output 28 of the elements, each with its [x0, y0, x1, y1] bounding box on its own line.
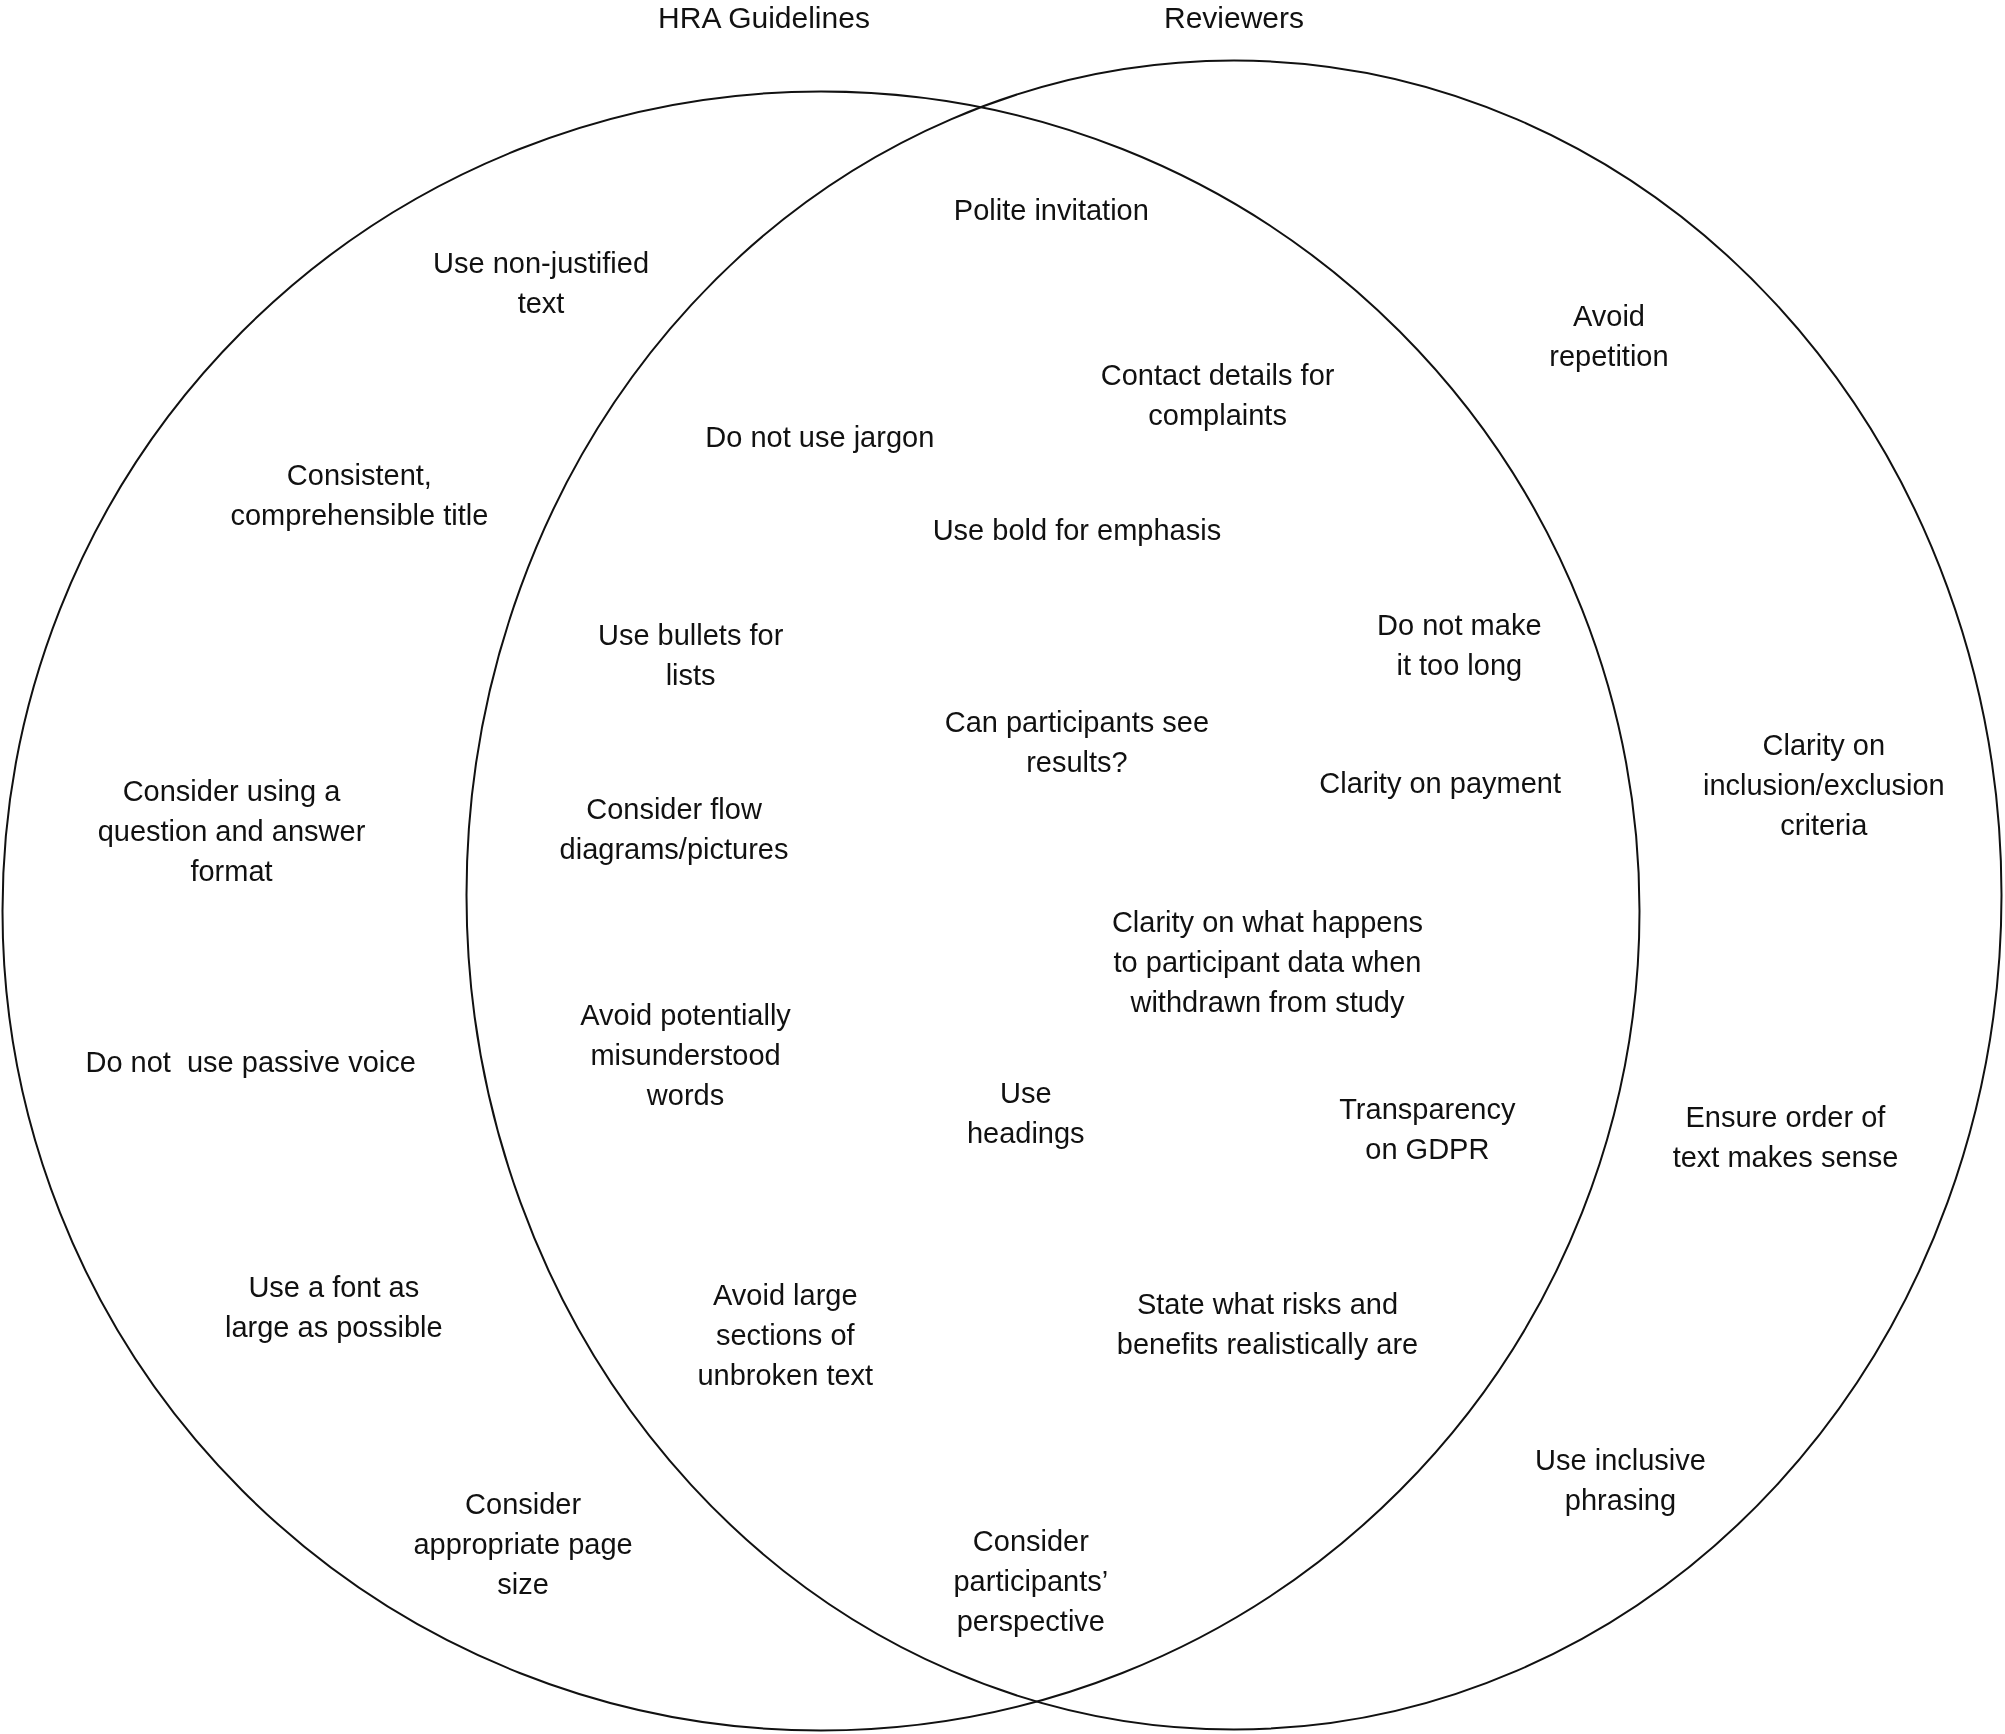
guideline-text: Transparency on GDPR	[1338, 1092, 1517, 1168]
guideline-text: Consider flow diagrams/pictures	[558, 791, 790, 867]
guideline-text: State what risks and benefits realistically are	[1115, 1286, 1420, 1362]
guideline-text: Use bullets for lists	[596, 617, 785, 693]
guideline-text: Do not make it too long	[1376, 607, 1543, 683]
guideline-text: Use inclusive phrasing	[1534, 1442, 1707, 1518]
guideline-text: Avoid repetition	[1548, 299, 1670, 375]
guideline-text: Clarity on inclusion/exclusion criteria	[1701, 728, 1946, 844]
set-heading: Reviewers	[1164, 1, 1304, 35]
guideline-text: Avoid potentially misunderstood words	[579, 998, 792, 1114]
guideline-text: Use non-justified text	[432, 245, 650, 321]
guideline-text: Do not use passive voice	[84, 1044, 417, 1080]
guideline-text: Do not use jargon	[704, 420, 936, 456]
guideline-text: Consistent, comprehensible title	[229, 457, 490, 533]
guideline-text: Contact details for complaints	[1099, 358, 1336, 434]
guideline-text: Consider appropriate page size	[412, 1486, 634, 1602]
guideline-text: Use bold for emphasis	[931, 512, 1223, 548]
guideline-text: Use a font as large as possible	[224, 1270, 444, 1346]
set-heading: HRA Guidelines	[658, 1, 870, 35]
guideline-text: Clarity on payment	[1318, 765, 1563, 801]
guideline-text: Can participants see results?	[943, 704, 1211, 780]
guideline-text: Avoid large sections of unbroken text	[696, 1278, 875, 1394]
guideline-text: Consider participants’ perspective	[952, 1523, 1110, 1639]
guideline-text: Use headings	[965, 1075, 1086, 1151]
guideline-text: Polite invitation	[952, 192, 1150, 228]
guideline-text: Clarity on what happens to participant data when withdrawn from study	[1110, 904, 1425, 1020]
guideline-text: Ensure order of text makes sense	[1671, 1100, 1900, 1175]
guideline-text: Consider using a question and answer format	[96, 774, 367, 890]
